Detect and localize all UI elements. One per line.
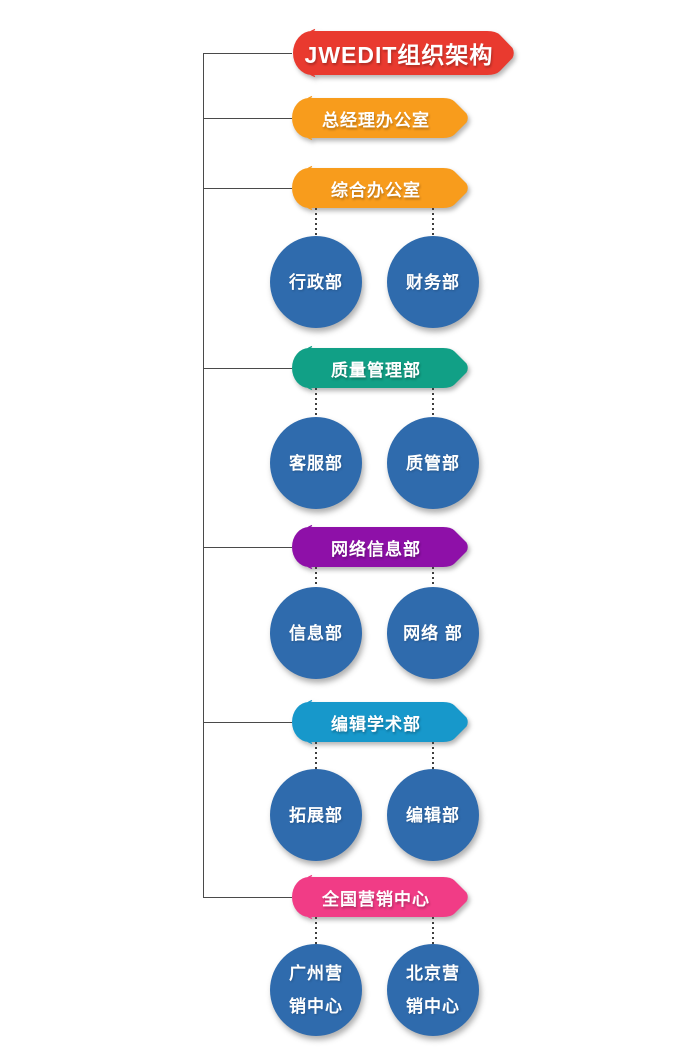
sub-dept-label: 行政部 (289, 272, 343, 292)
dept-banner-editorial-academic: 编辑学术部 (282, 699, 470, 745)
banner-shape (292, 348, 468, 388)
sub-dept-node-editorial: 编辑部 (387, 769, 479, 861)
sub-dept-node-finance: 财务部 (387, 236, 479, 328)
sub-dept-label: 销中心 (406, 997, 460, 1016)
banner-shape (292, 702, 468, 742)
sub-dept-node-beijing-marketing: 北京营 销中心 (387, 944, 479, 1036)
connector-dotted (315, 388, 317, 417)
banner-shape (292, 527, 468, 567)
sub-dept-node-quality-control: 质管部 (387, 417, 479, 509)
sub-dept-label: 网络 部 (403, 623, 463, 643)
connector-dotted (315, 208, 317, 237)
connector-dotted (315, 567, 317, 587)
connector-dotted (315, 917, 317, 944)
connector-dotted (432, 208, 434, 237)
connector-dotted (432, 917, 434, 944)
sub-dept-node-customer-service: 客服部 (270, 417, 362, 509)
dept-banner-national-marketing-center: 全国营销中心 (282, 874, 470, 920)
sub-dept-node-information: 信息部 (270, 587, 362, 679)
dept-banner-general-manager-office: 总经理办公室 (282, 95, 470, 141)
connector-branch (203, 547, 292, 548)
sub-dept-label: 编辑部 (406, 805, 460, 825)
dept-banner-comprehensive-office: 综合办公室 (282, 165, 470, 211)
banner-shape (292, 98, 468, 138)
dept-banner-network-information: 网络信息部 (282, 524, 470, 570)
banner-shape (292, 168, 468, 208)
connector-dotted (432, 567, 434, 587)
connector-branch (203, 53, 292, 54)
sub-dept-label: 拓展部 (289, 805, 343, 825)
sub-dept-node-network: 网络 部 (387, 587, 479, 679)
sub-dept-label: 北京营 (406, 964, 460, 983)
sub-dept-label: 财务部 (406, 272, 460, 292)
sub-dept-label: 信息部 (289, 623, 343, 643)
sub-dept-label: 广州营 (289, 964, 343, 983)
connector-branch (203, 897, 292, 898)
connector-dotted (315, 742, 317, 769)
connector-branch (203, 722, 292, 723)
sub-dept-node-administration: 行政部 (270, 236, 362, 328)
dept-banner-quality-management: 质量管理部 (282, 345, 470, 391)
sub-dept-label: 销中心 (289, 997, 343, 1016)
connector-dotted (432, 388, 434, 417)
sub-dept-label: 质管部 (406, 453, 460, 473)
sub-dept-node-expansion: 拓展部 (270, 769, 362, 861)
connector-branch (203, 368, 292, 369)
sub-dept-label: 客服部 (289, 453, 343, 473)
connector-dotted (432, 742, 434, 769)
banner-shape (292, 877, 468, 917)
banner-shape (293, 31, 514, 75)
connector-trunk (203, 53, 204, 898)
connector-branch (203, 118, 292, 119)
sub-dept-node-guangzhou-marketing: 广州营 销中心 (270, 944, 362, 1036)
org-root-banner: JWEDIT组织架构 (282, 28, 516, 78)
connector-branch (203, 188, 292, 189)
